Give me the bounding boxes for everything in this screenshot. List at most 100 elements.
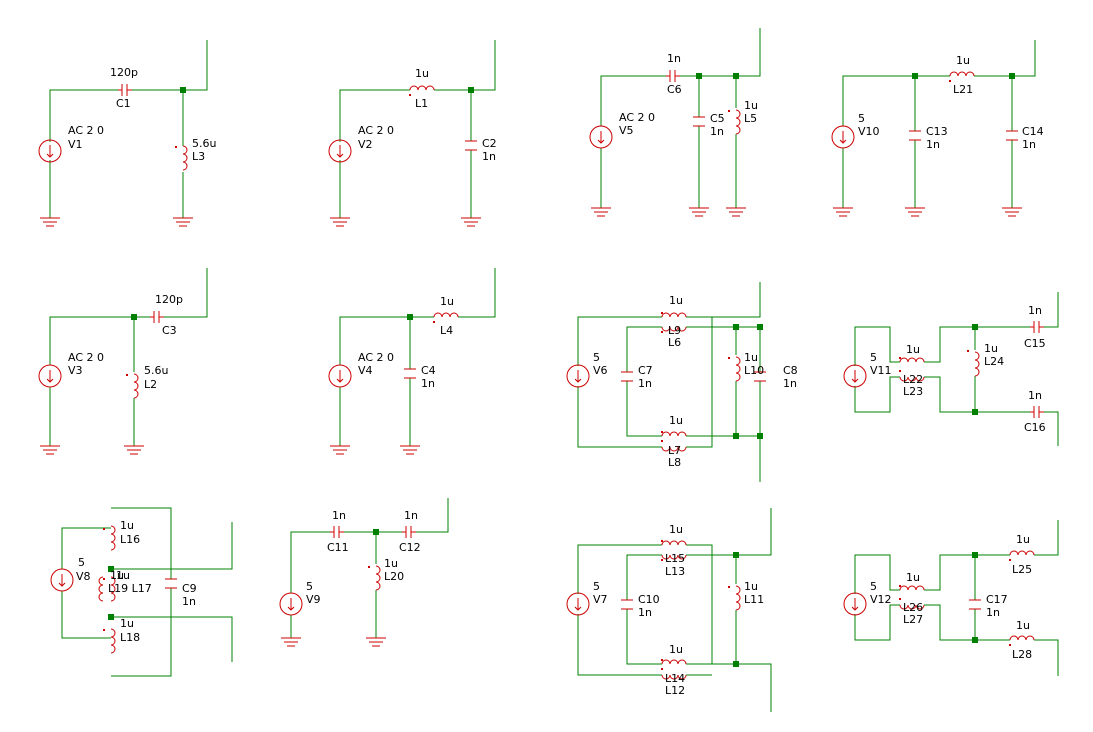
wires <box>577 508 772 712</box>
inductor-l26[interactable] <box>899 585 925 591</box>
source-v2[interactable] <box>328 139 352 163</box>
capacitor-c9[interactable] <box>165 578 177 589</box>
l8-name-label: L8 <box>668 456 681 469</box>
circuit-3: 1n C6 C5 1n 1u L5 AC 2 0 V5 <box>589 28 761 217</box>
source-v5[interactable] <box>589 125 613 149</box>
v10-value-label: 5 <box>858 112 865 125</box>
capacitor-c3[interactable] <box>150 311 164 323</box>
v7-name-label: V7 <box>593 593 608 606</box>
inductor-l7[interactable] <box>661 431 687 437</box>
capacitor-c15[interactable] <box>1030 321 1044 333</box>
ground-symbol <box>366 637 386 647</box>
inductor-l6[interactable] <box>661 326 687 333</box>
v2-name-label: V2 <box>358 138 373 151</box>
source-v6[interactable] <box>566 364 590 388</box>
source-v4[interactable] <box>328 364 352 388</box>
ground-symbol <box>1002 207 1022 217</box>
v11-value-label: 5 <box>870 351 877 364</box>
inductor-l2[interactable] <box>126 373 139 399</box>
c8-value-label: 1n <box>783 377 797 390</box>
source-v8[interactable] <box>50 568 74 592</box>
inductor-l28[interactable] <box>1009 635 1035 646</box>
v5-value-label: AC 2 0 <box>619 111 655 124</box>
junction-dot <box>180 87 186 93</box>
capacitor-c11[interactable] <box>330 526 344 538</box>
capacitor-c2[interactable] <box>465 140 477 151</box>
inductor-l9[interactable] <box>661 312 687 318</box>
l10-name-label: L10 <box>744 364 764 377</box>
source-v12[interactable] <box>843 592 867 616</box>
ground-symbol <box>726 207 746 217</box>
l19-value-label: 1u <box>110 569 124 582</box>
inductor-l13[interactable] <box>661 554 687 561</box>
capacitor-c14[interactable] <box>1006 130 1018 141</box>
inductor-l21[interactable] <box>949 71 975 82</box>
c15-value-label: 1n <box>1028 304 1042 317</box>
c3-value-label: 120p <box>155 293 183 306</box>
junction-dot <box>972 324 978 330</box>
inductor-l22[interactable] <box>899 357 925 363</box>
inductor-l17[interactable] <box>103 576 116 602</box>
inductor-l20[interactable] <box>368 565 381 591</box>
capacitor-c10[interactable] <box>621 599 633 610</box>
l5-name-label: L5 <box>744 112 757 125</box>
capacitor-c12[interactable] <box>402 526 416 538</box>
l5-value-label: 1u <box>744 99 758 112</box>
junction-dot <box>757 324 763 330</box>
capacitor-c17[interactable] <box>969 599 981 610</box>
capacitor-c8[interactable] <box>754 371 766 382</box>
wires <box>61 507 233 677</box>
l24-value-label: 1u <box>984 342 998 355</box>
source-v10[interactable] <box>831 125 855 149</box>
inductor-l25[interactable] <box>1009 550 1035 561</box>
inductor-l16[interactable] <box>103 525 116 551</box>
inductor-l3[interactable] <box>175 145 188 171</box>
c14-name-label: C14 <box>1022 125 1044 138</box>
l6-name-label: L6 <box>668 336 681 349</box>
ground-symbol <box>833 207 853 217</box>
inductor-l15[interactable] <box>661 540 687 546</box>
junction-dot <box>733 73 739 79</box>
capacitor-c6[interactable] <box>666 70 680 82</box>
inductor-l1[interactable] <box>409 85 435 96</box>
inductor-l12[interactable] <box>661 668 687 680</box>
l21-name-label: L21 <box>953 83 973 96</box>
c9-name-label: C9 <box>182 582 197 595</box>
inductor-l18[interactable] <box>103 628 116 654</box>
capacitor-c4[interactable] <box>404 368 416 379</box>
capacitor-c1[interactable] <box>118 84 132 96</box>
capacitor-c13[interactable] <box>909 130 921 141</box>
c10-name-label: C10 <box>638 593 660 606</box>
inductor-l19[interactable] <box>98 576 104 602</box>
l4-name-label: L4 <box>440 324 453 337</box>
inductor-l23[interactable] <box>899 370 925 382</box>
c9-value-label: 1n <box>182 595 196 608</box>
ground-symbol <box>173 217 193 227</box>
v1-value-label: AC 2 0 <box>68 124 104 137</box>
inductor-l24[interactable] <box>967 350 980 377</box>
inductor-l10[interactable] <box>728 356 741 382</box>
ground-symbol <box>330 445 350 455</box>
l20-value-label: 1u <box>384 557 398 570</box>
wires <box>49 40 208 218</box>
junction-dot <box>108 614 114 620</box>
source-v7[interactable] <box>566 592 590 616</box>
capacitor-c5[interactable] <box>693 116 705 127</box>
inductor-l27[interactable] <box>899 598 925 610</box>
capacitor-c7[interactable] <box>621 371 633 382</box>
source-v11[interactable] <box>843 364 867 388</box>
source-v3[interactable] <box>38 364 62 388</box>
c13-name-label: C13 <box>926 125 948 138</box>
inductor-l4[interactable] <box>433 312 459 323</box>
inductor-l11[interactable] <box>728 585 741 611</box>
inductor-l8[interactable] <box>661 440 687 452</box>
junction-dot <box>972 409 978 415</box>
inductor-l14[interactable] <box>661 659 687 665</box>
capacitor-c16[interactable] <box>1030 406 1044 418</box>
source-v9[interactable] <box>279 592 303 616</box>
junction-dot <box>757 433 763 439</box>
l7-value-label: 1u <box>669 414 683 427</box>
source-v1[interactable] <box>38 139 62 163</box>
c16-name-label: C16 <box>1024 421 1046 434</box>
inductor-l5[interactable] <box>728 109 741 135</box>
